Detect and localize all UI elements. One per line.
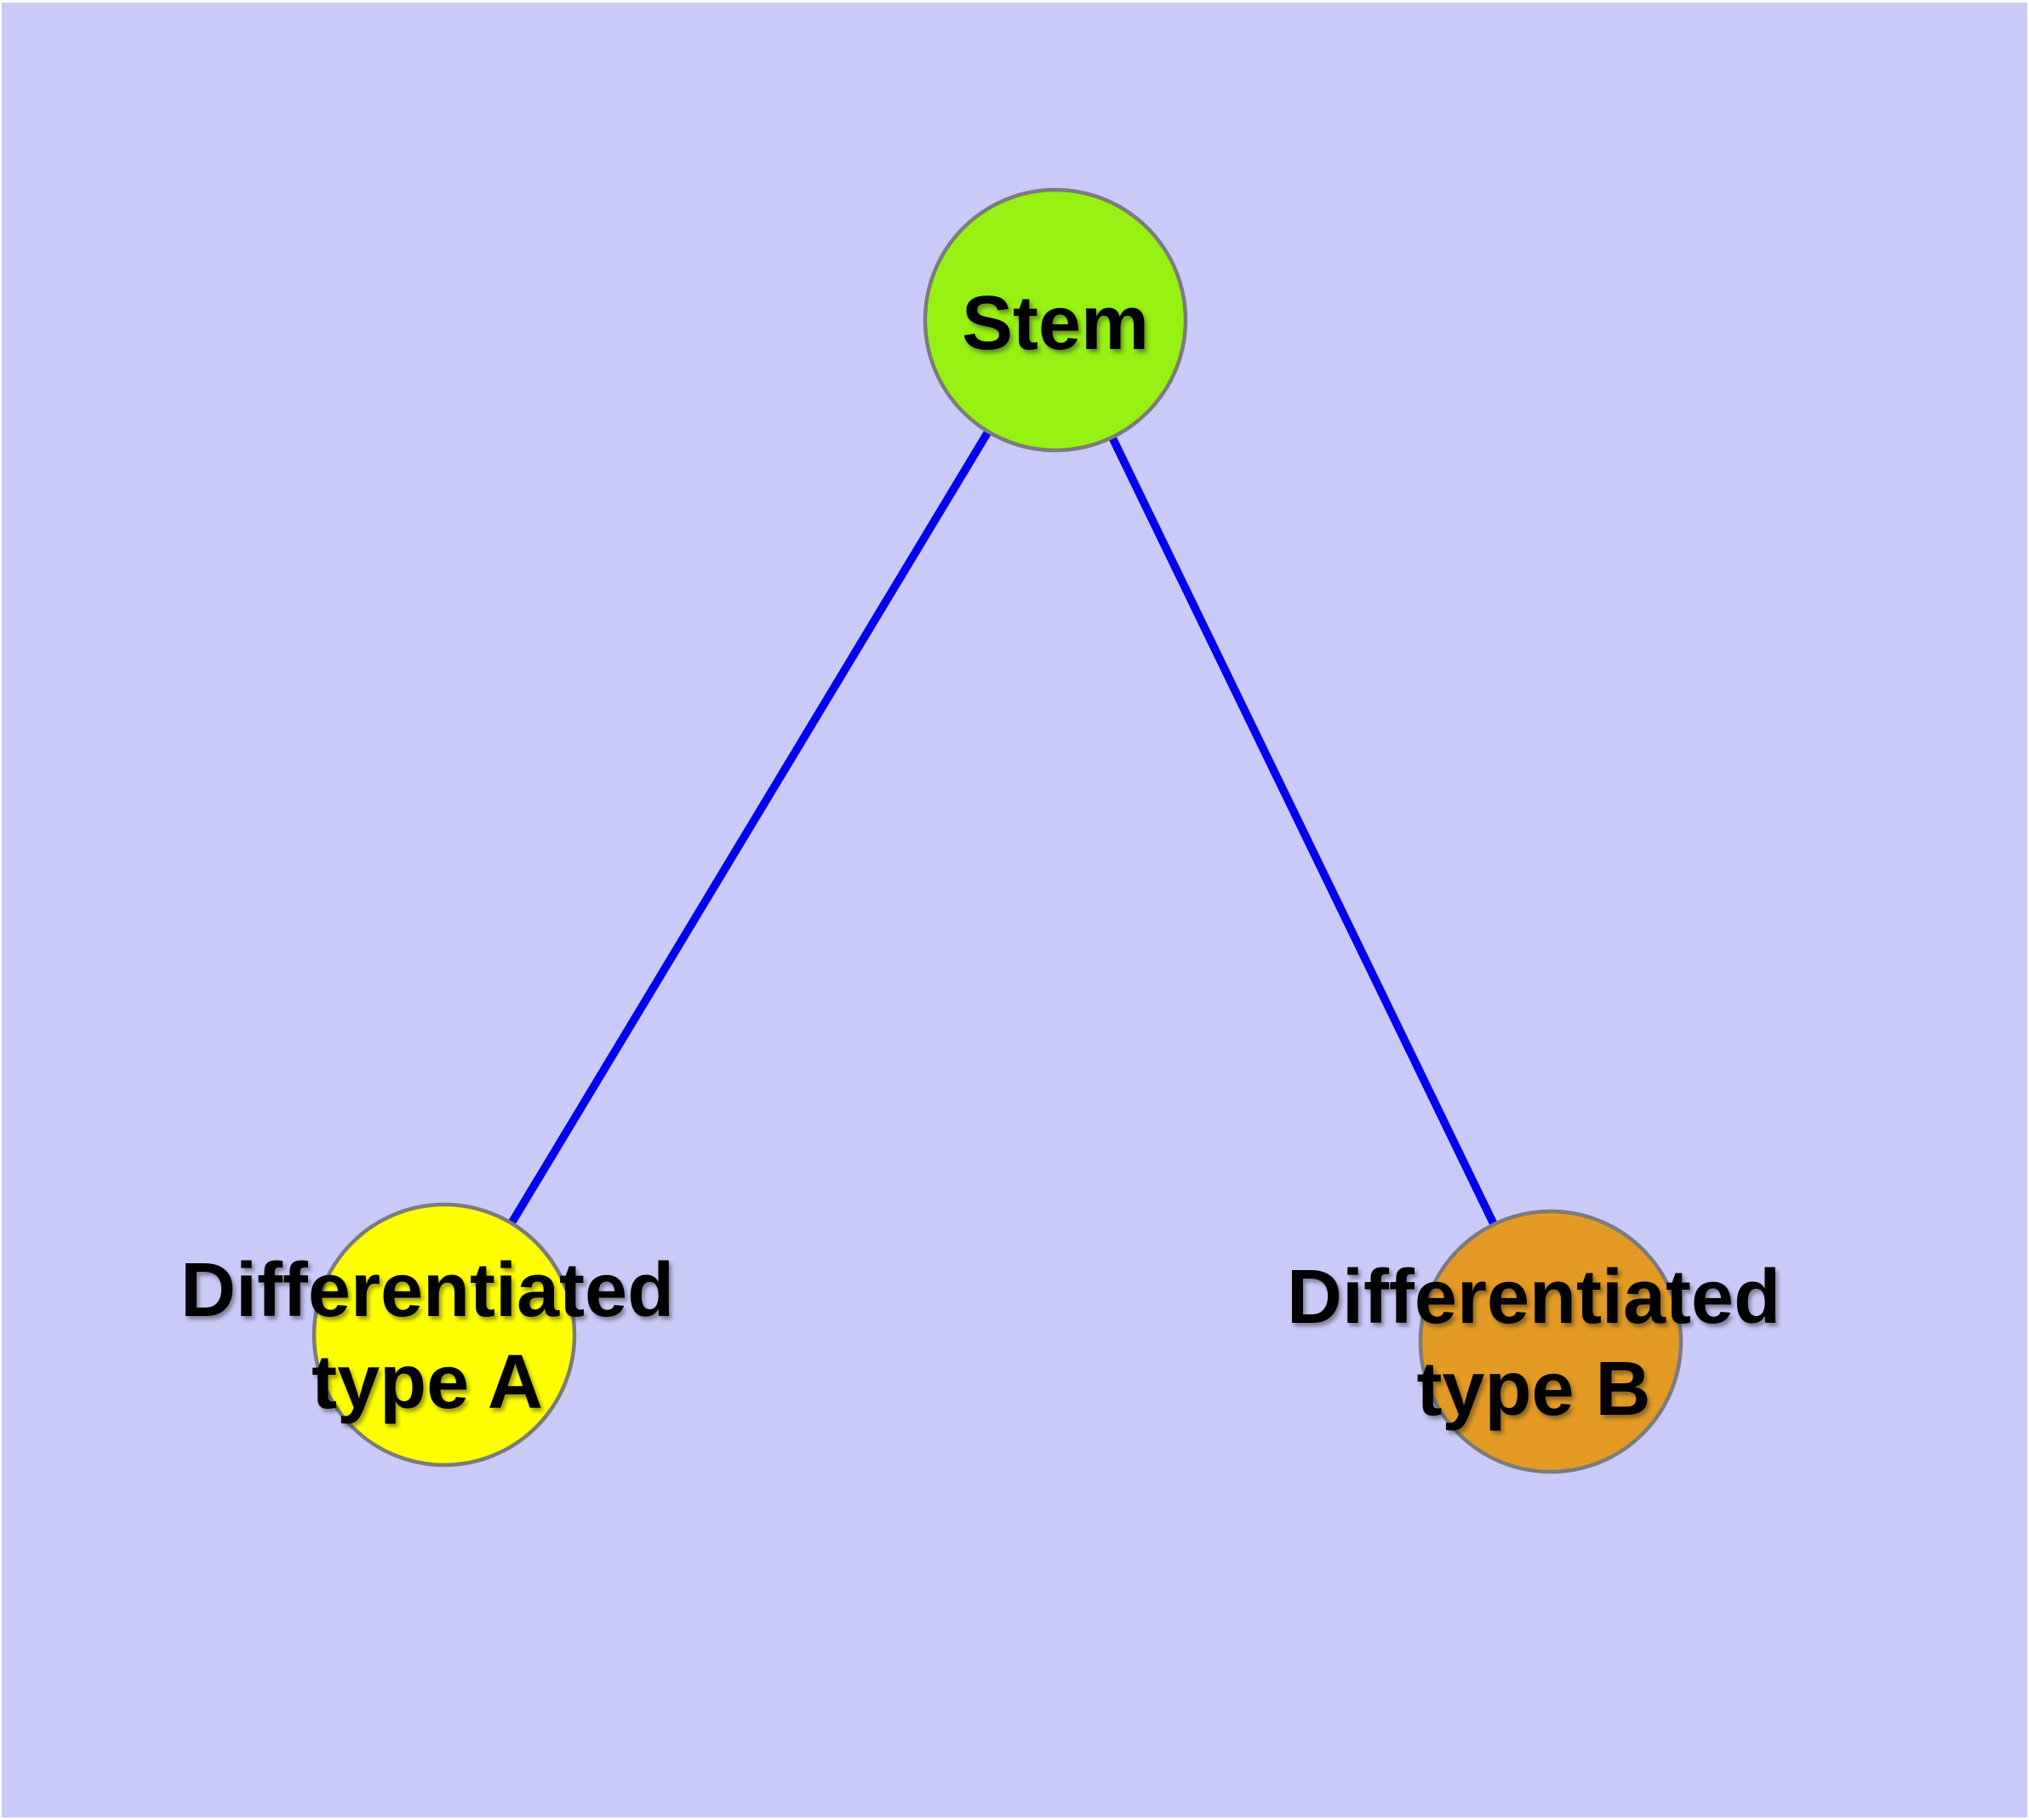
node-stem-label: Stem: [962, 278, 1149, 369]
node-stem-label-text: Stem: [961, 281, 1150, 366]
node-type-a-label-line1: Differentiated: [180, 1248, 675, 1333]
node-type-b-label-line2: type B: [1416, 1347, 1651, 1432]
diagram-canvas: Stem Differentiated type A Differentiate…: [2, 3, 2027, 1817]
edge-stem-to-type-b: [1051, 318, 1555, 1344]
node-type-b-label: Differentiated type B: [1287, 1251, 1780, 1435]
node-type-a-label: Differentiated type A: [180, 1245, 674, 1428]
graph-svg: [311, 187, 1683, 1474]
node-type-b-circle: [1418, 1209, 1683, 1474]
node-type-a-label-line2: type A: [311, 1340, 543, 1425]
edge-stem-to-type-a: [440, 318, 1060, 1337]
node-type-a-circle: [311, 1202, 577, 1468]
node-stem-circle: [923, 187, 1188, 453]
node-type-b-label-line1: Differentiated: [1286, 1255, 1781, 1340]
